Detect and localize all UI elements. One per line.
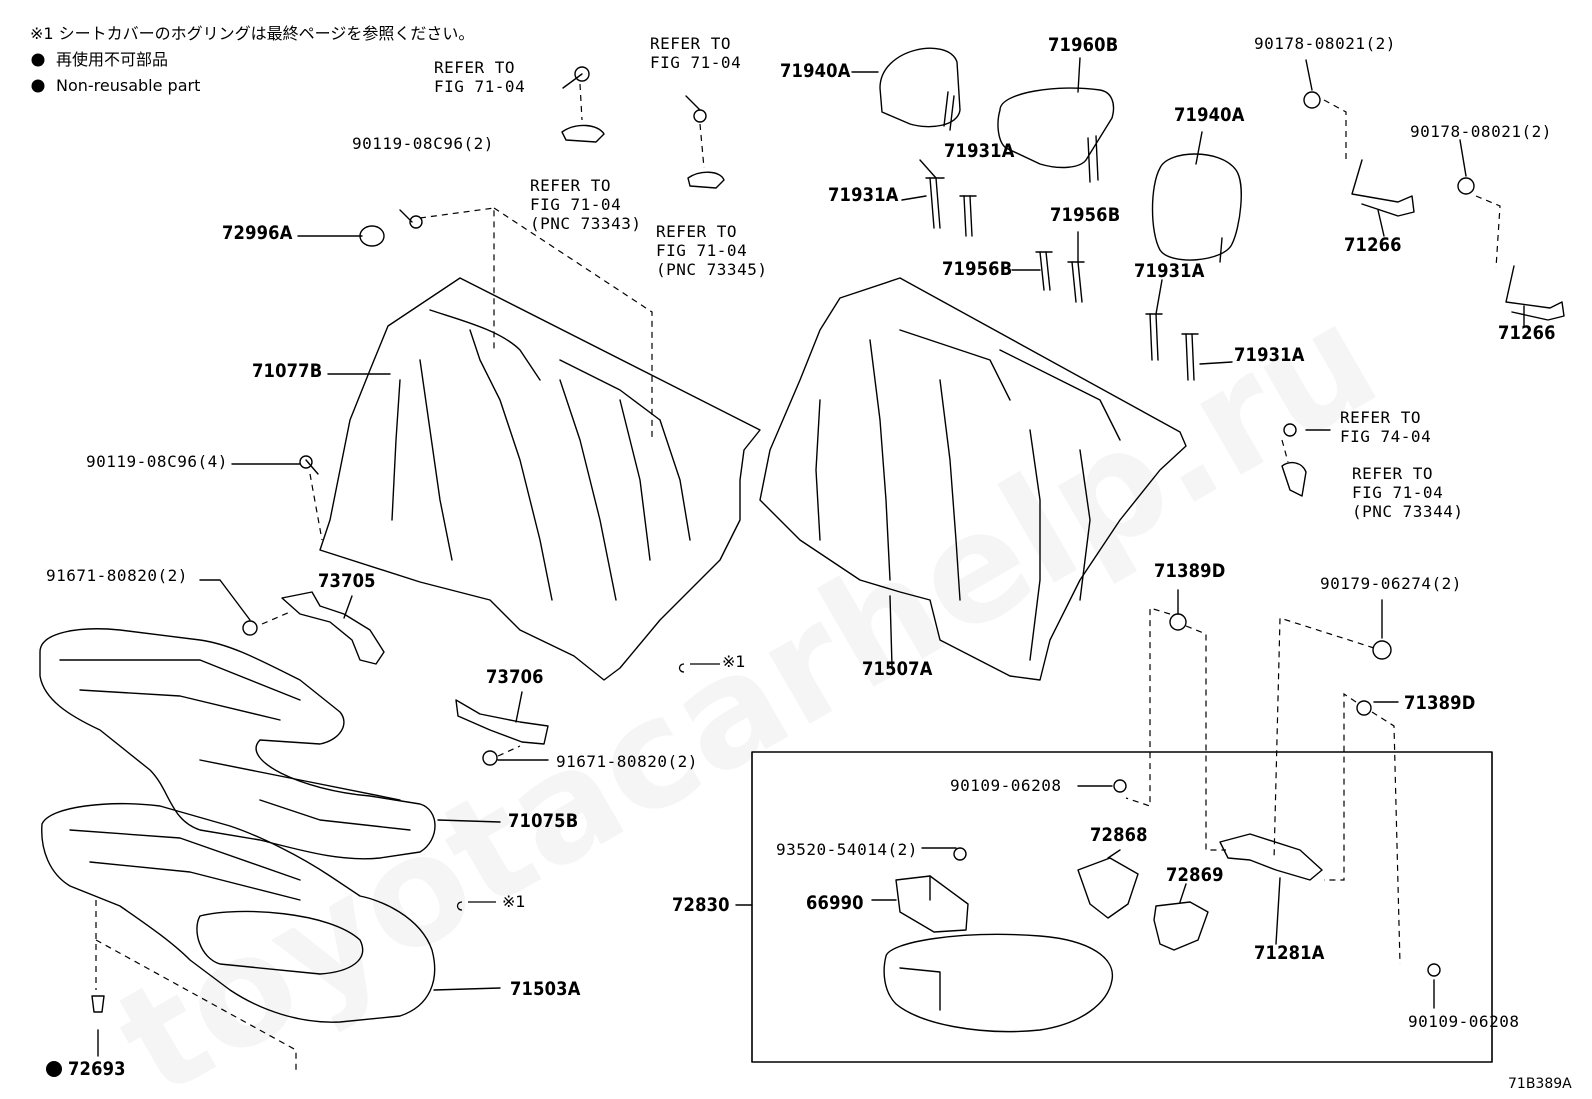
label-71266: 71266 [1344, 234, 1402, 256]
label-71940A: 71940A [1174, 104, 1245, 126]
label-71956B: 71956B [942, 258, 1013, 280]
bracket-71266-lower [1457, 177, 1565, 321]
refer-fig-74-04: REFER TO FIG 74-04 [1340, 408, 1432, 446]
hook-73705 [281, 591, 385, 665]
label-71931A: 71931A [828, 184, 899, 206]
label-90109-06208: 90109-06208 [1408, 1012, 1520, 1031]
note-non-reusable-en: Non-reusable part [56, 76, 201, 95]
refer-pnc-73343: REFER TO FIG 71-04 (PNC 73343) [530, 176, 642, 233]
label-72868: 72868 [1090, 824, 1148, 846]
label-73705: 73705 [318, 570, 376, 592]
label-90119-08C96: 90119-08C96(4) [86, 452, 228, 471]
label-72996A: 72996A [222, 222, 293, 244]
seatback-cover-71077B [319, 277, 761, 681]
label-73706: 73706 [486, 666, 544, 688]
label-71931A: 71931A [944, 140, 1015, 162]
label-71503A: 71503A [510, 978, 581, 1000]
refer-pnc-73344: REFER TO FIG 71-04 (PNC 73344) [1352, 464, 1464, 521]
label-72869: 72869 [1166, 864, 1224, 886]
label-71956B: 71956B [1050, 204, 1121, 226]
seat-cushion-pad-71503A [41, 803, 436, 1023]
seatback-pad-71507A [759, 277, 1187, 681]
ref-hog-ring-2: ※1 [502, 892, 526, 911]
clip-refer-top [561, 66, 725, 189]
label-71266: 71266 [1498, 322, 1556, 344]
label-71075B: 71075B [508, 810, 579, 832]
label-66990: 66990 [806, 892, 864, 914]
label-90179-06274: 90179-06274(2) [1320, 574, 1462, 593]
label-90178-08021: 90178-08021(2) [1410, 122, 1552, 141]
label-71960B: 71960B [1048, 34, 1119, 56]
label-71077B: 71077B [252, 360, 323, 382]
label-71281A: 71281A [1254, 942, 1325, 964]
seat-cushion-cover-71075B [39, 628, 436, 860]
hook-73706 [455, 699, 549, 745]
label-93520-54014: 93520-54014(2) [776, 840, 918, 859]
label-90109-06208: 90109-06208 [950, 776, 1062, 795]
label-72693: 72693 [68, 1058, 126, 1080]
label-71389D: 71389D [1404, 692, 1476, 714]
refer-pnc-73345: REFER TO FIG 71-04 (PNC 73345) [656, 222, 768, 279]
armrest-66990 [895, 875, 969, 933]
support-pins [925, 177, 1199, 381]
headrest-71960B [997, 87, 1115, 183]
headrest-71940A-left [879, 47, 961, 131]
note-hog-ring: ※1 シートカバーのホグリングは最終ページを参照ください。 [30, 24, 475, 43]
note-non-reusable-jp: 再使用不可部品 [56, 50, 169, 69]
refer-fig-71-04-a: REFER TO FIG 71-04 [434, 58, 526, 96]
label-91671-80820: 91671-80820(2) [556, 752, 698, 771]
label-71940A: 71940A [780, 60, 851, 82]
headrest-71940A-right [1151, 153, 1242, 263]
diagram-number: 71B389A [1508, 1076, 1572, 1092]
bolts [91, 209, 1441, 1013]
label-90178-08021: 90178-08021(2) [1254, 34, 1396, 53]
refer-fig-71-04-b: REFER TO FIG 71-04 [650, 34, 742, 72]
label-71931A: 71931A [1134, 260, 1205, 282]
ref-hog-ring-1: ※1 [722, 652, 746, 671]
label-72830: 72830 [672, 894, 730, 916]
armrest-72868 [1077, 857, 1139, 919]
label-71389D: 71389D [1154, 560, 1226, 582]
armrest-72869 [1153, 901, 1209, 951]
label-71931A: 71931A [1234, 344, 1305, 366]
bracket-71266-upper [1303, 91, 1415, 217]
armrest-body [883, 933, 1114, 1033]
label-71507A: 71507A [862, 658, 933, 680]
bracket-71281A [1219, 833, 1323, 881]
label-91671-80820: 91671-80820(2) [46, 566, 188, 585]
label-90119-08C96: 90119-08C96(2) [352, 134, 494, 153]
